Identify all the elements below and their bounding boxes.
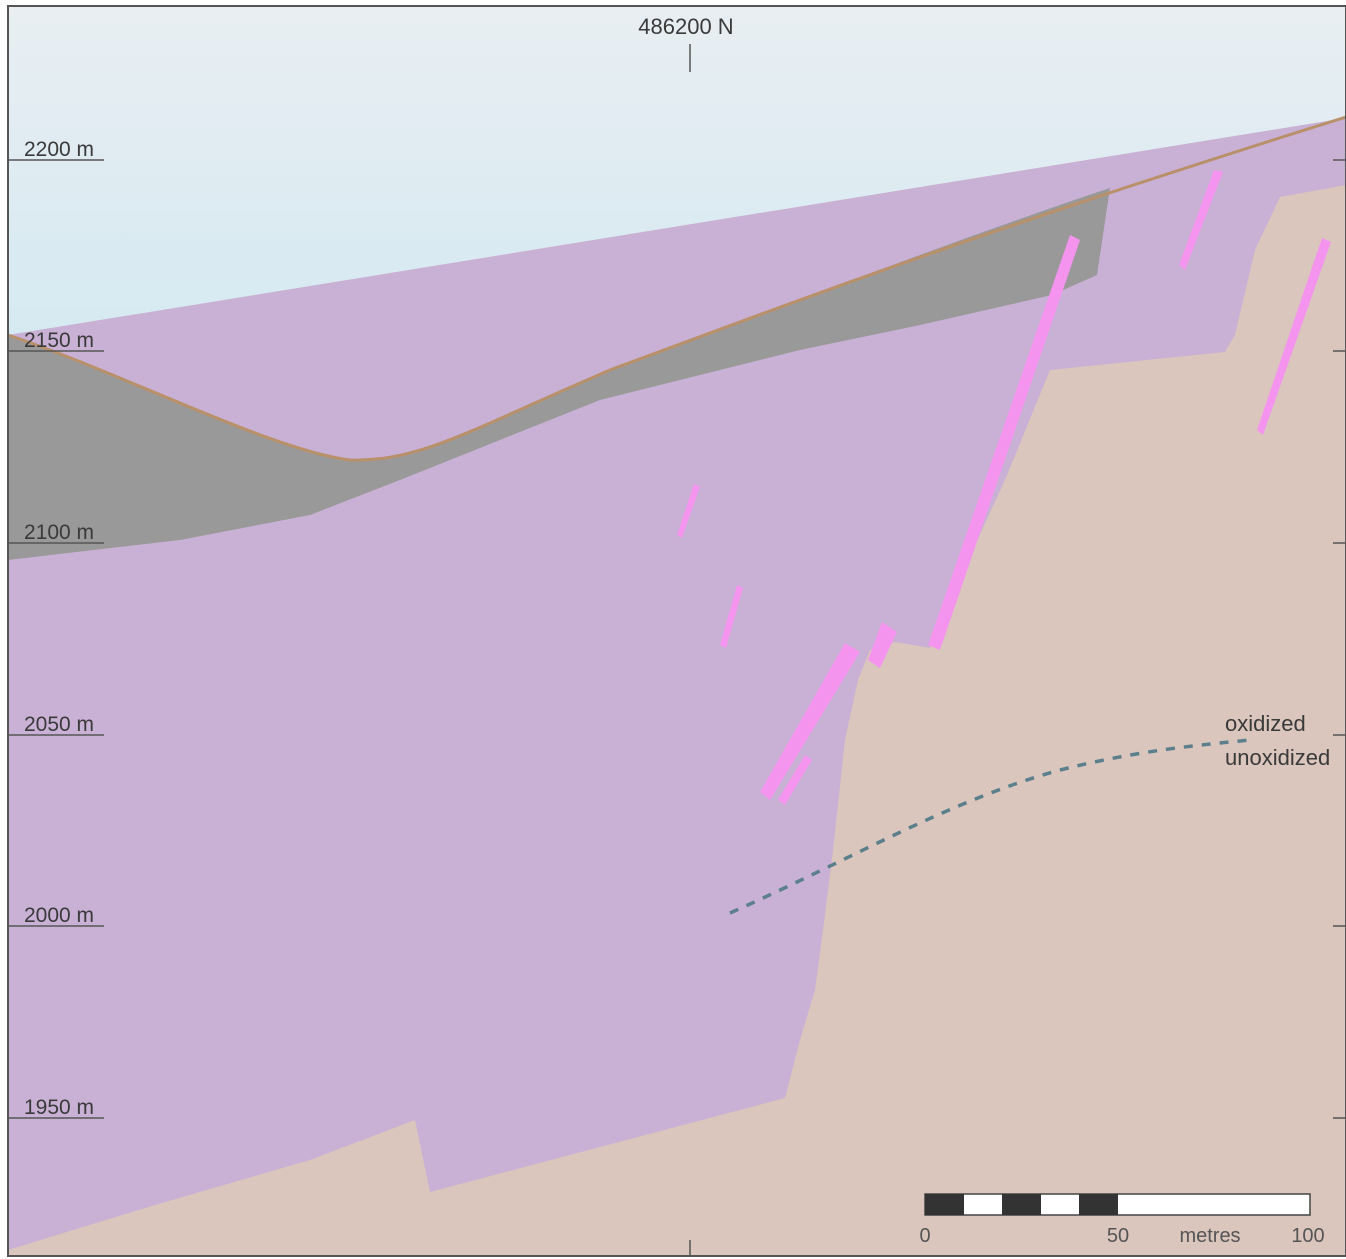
dyke (677, 484, 700, 538)
elevation-label: 2050 m (24, 713, 94, 736)
overburden-unit (8, 188, 1110, 560)
scale-label-0: 0 (919, 1225, 930, 1247)
unoxidized-label: unoxidized (1225, 745, 1330, 770)
scale-bar: 0 50 metres 100 (919, 1193, 1325, 1247)
dyke (1257, 238, 1331, 435)
frame-border (7, 5, 1346, 1257)
dykes (677, 170, 1331, 805)
elevation-label: 2200 m (24, 138, 94, 161)
purple-rock-unit (8, 118, 1346, 1250)
dyke (1179, 170, 1223, 270)
dyke (720, 585, 743, 648)
scale-label-100: 100 (1291, 1225, 1324, 1247)
elevation-axis: 2200 m 2150 m 2100 m 2050 m 2000 m 1950 … (8, 138, 104, 1119)
scale-unit-label: metres (1179, 1225, 1240, 1247)
northing-label: 486200 N (638, 14, 733, 39)
oxidized-label: oxidized (1225, 711, 1306, 736)
elevation-label: 2150 m (24, 329, 94, 352)
scale-label-50: 50 (1107, 1225, 1129, 1247)
dyke (778, 755, 812, 805)
elevation-label: 2100 m (24, 521, 94, 544)
oxidation-boundary-line (729, 738, 1251, 915)
dyke (928, 235, 1080, 650)
right-ticks (1333, 159, 1346, 1119)
dyke (760, 643, 860, 800)
elevation-label: 1950 m (24, 1096, 94, 1119)
elevation-label: 2000 m (24, 904, 94, 927)
ground-surface-line (7, 115, 1346, 462)
dyke (868, 622, 897, 668)
